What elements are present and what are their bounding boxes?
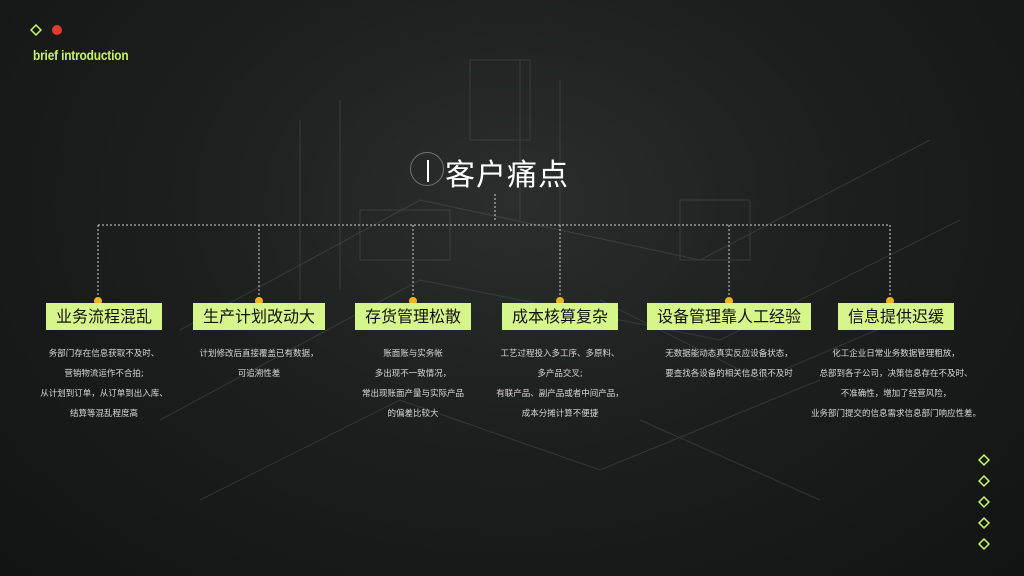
desc-line: 工艺过程投入多工序、多原料、: [500, 349, 620, 359]
diamond-icon: [977, 537, 991, 551]
desc-line: 有联产品、副产品或者中间产品，: [496, 389, 624, 399]
pain-point-desc-6: 化工企业日常业务数据管理粗放， 总部到各子公司，决策信息存在不及时、 不准确性，…: [796, 344, 996, 424]
pain-point-desc-5: 无数据能动态真实反应设备状态， 要查找各设备的相关信息很不及时: [629, 344, 829, 384]
desc-line: 化工企业日常业务数据管理粗放，: [832, 349, 960, 359]
diamond-icon: [977, 453, 991, 467]
pain-point-label-2: 生产计划改动大: [192, 303, 326, 330]
pain-point-label-5: 设备管理靠人工经验: [646, 303, 812, 330]
desc-line: 业务部门提交的信息需求信息部门响应性差。: [810, 409, 981, 419]
desc-line: 账面账与实务帐: [383, 349, 443, 359]
pain-point-desc-2: 计划修改后直接覆盖已有数据， 可追溯性差: [159, 344, 359, 384]
brand-text: brief introduction: [33, 47, 129, 63]
pain-point-desc-1: 务部门存在信息获取不及时、 营销物流运作不合拍; 从计划到订单，从订单到出入库、…: [4, 344, 204, 424]
pain-point-label-3: 存货管理松散: [354, 303, 472, 330]
diamond-icon: [30, 24, 43, 37]
pain-point-label-4: 成本核算复杂: [501, 303, 619, 330]
side-diamond-decoration: [977, 453, 991, 551]
desc-line: 常出现账面产量与实际产品: [361, 389, 464, 399]
desc-line: 务部门存在信息获取不及时、: [48, 349, 160, 359]
title-ring: [410, 152, 444, 186]
page-title: 客户痛点: [445, 158, 569, 193]
diamond-icon: [977, 474, 991, 488]
desc-line: 结算等混乱程度高: [69, 409, 138, 419]
desc-line: 无数据能动态真实反应设备状态，: [665, 349, 793, 359]
desc-line: 可追溯性差: [237, 369, 281, 379]
pain-point-label-6: 信息提供迟缓: [837, 303, 955, 330]
desc-line: 计划修改后直接覆盖已有数据，: [199, 349, 319, 359]
desc-line: 不准确性，增加了经营风险，: [840, 389, 952, 399]
desc-line: 要查找各设备的相关信息很不及时: [665, 369, 793, 379]
diamond-icon: [977, 495, 991, 509]
top-decoration: [30, 24, 62, 37]
pain-point-desc-4: 工艺过程投入多工序、多原料、 多产品交叉; 有联产品、副产品或者中间产品， 成本…: [460, 344, 660, 424]
desc-line: 营销物流运作不合拍;: [64, 369, 144, 379]
desc-line: 的偏差比较大: [387, 409, 439, 419]
desc-line: 总部到各子公司，决策信息存在不及时、: [819, 369, 973, 379]
red-dot-icon: [52, 25, 62, 35]
pain-point-label-1: 业务流程混乱: [45, 303, 163, 330]
desc-line: 成本分摊计算不便捷: [521, 409, 599, 419]
desc-line: 多产品交叉;: [537, 369, 583, 379]
diamond-icon: [977, 516, 991, 530]
title-bar: [427, 160, 429, 182]
pain-point-desc-3: 账面账与实务帐 多出现不一致情况， 常出现账面产量与实际产品 的偏差比较大: [313, 344, 513, 424]
desc-line: 多出现不一致情况，: [374, 369, 452, 379]
desc-line: 从计划到订单，从订单到出入库、: [40, 389, 168, 399]
